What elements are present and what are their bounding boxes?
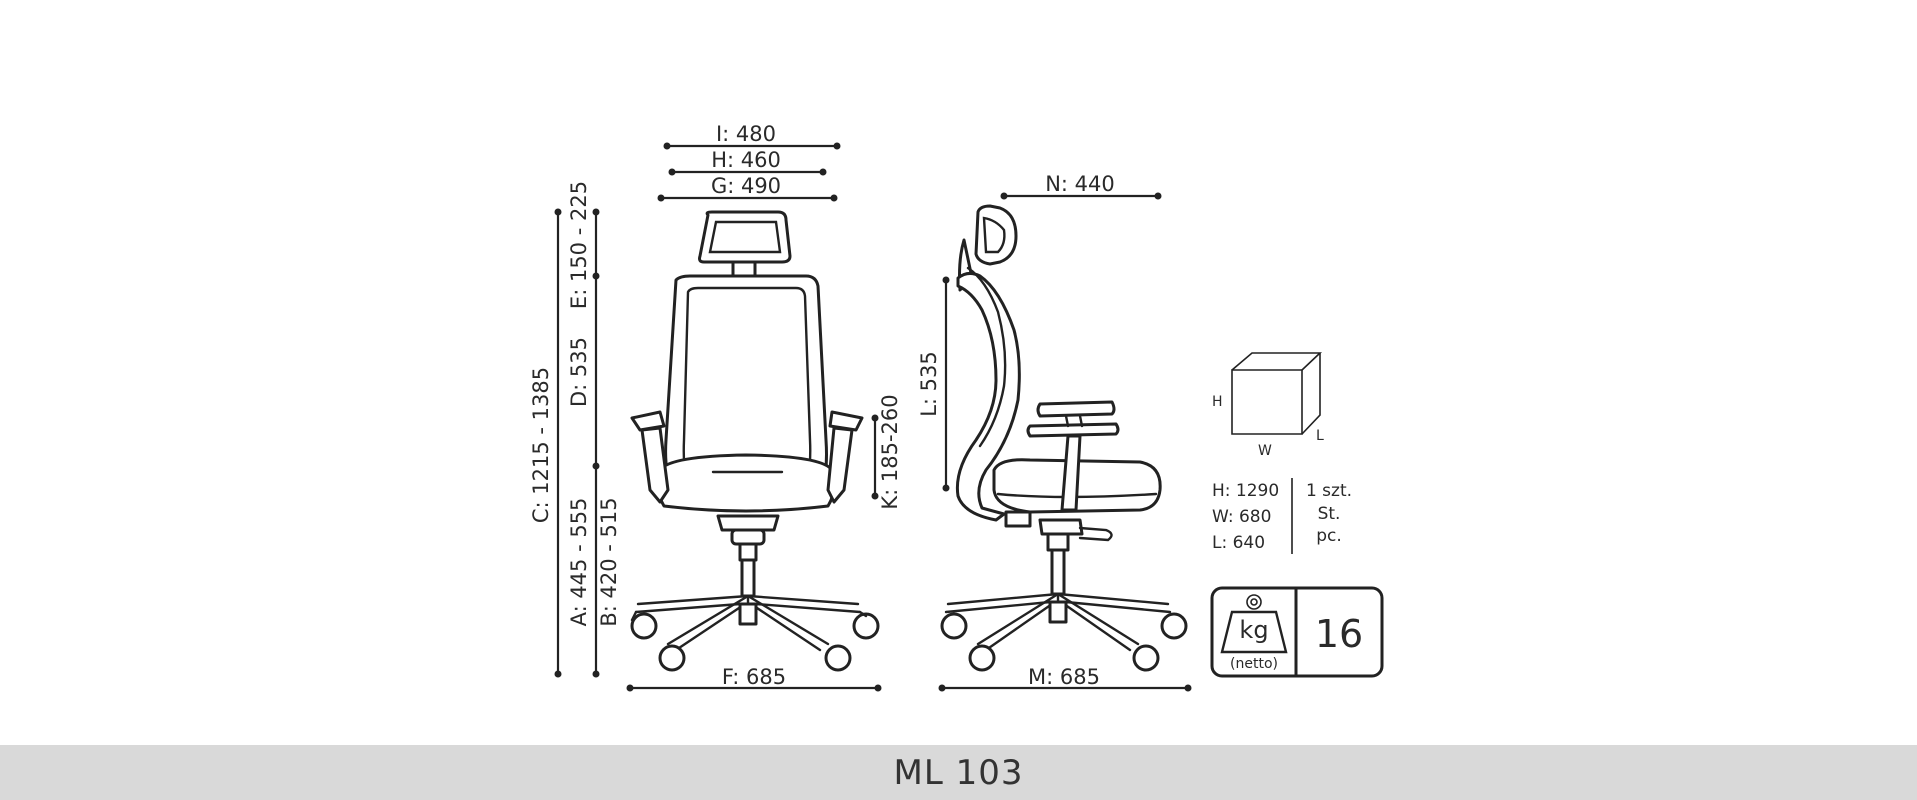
dimension-c-label: C: 1215 - 1385	[529, 367, 553, 523]
package-quantity: 1 szt. St. pc.	[1306, 481, 1352, 546]
model-name: ML 103	[893, 752, 1024, 793]
package-box-icon: H W L	[1212, 352, 1324, 459]
dimension-h-label: H: 460	[711, 148, 781, 172]
dimension-k: K: 185-260	[871, 394, 902, 510]
quantity-en: pc.	[1316, 526, 1342, 546]
package-size-w: W: 680	[1212, 507, 1271, 527]
dimension-d: D: 535	[567, 276, 600, 470]
dimension-e: E: 150 - 225	[567, 181, 600, 309]
dimension-n-label: N: 440	[1045, 172, 1115, 196]
weight-icon	[1220, 594, 1288, 654]
dimension-n: N: 440	[1000, 172, 1162, 200]
chair-dimension-diagram: I: 480 H: 460 G: 490 N: 440 C: 1215 - 13…	[529, 122, 1384, 692]
quantity-de: St.	[1318, 504, 1341, 524]
weight-value: 16	[1315, 612, 1363, 656]
dimension-h: H: 460	[668, 148, 827, 176]
dimension-b: B: 420 - 515	[597, 497, 621, 626]
box-label-h: H	[1212, 394, 1223, 410]
weight-box: kg (netto) 16	[1210, 586, 1384, 678]
dimension-m: M: 685	[938, 665, 1192, 692]
dimension-i: I: 480	[663, 122, 841, 150]
dimension-m-label: M: 685	[1028, 665, 1100, 689]
dimension-a-label: A: 445 - 555	[567, 498, 591, 627]
dimension-f-label: F: 685	[722, 665, 786, 689]
package-size-l: L: 640	[1212, 533, 1265, 553]
front-view-chair	[630, 210, 880, 672]
package-sizes: H: 1290 W: 680 L: 640	[1212, 481, 1279, 553]
dimension-k-label: K: 185-260	[878, 394, 902, 509]
dimension-f: F: 685	[626, 665, 882, 692]
weight-unit: kg	[1239, 616, 1268, 644]
dimension-i-label: I: 480	[716, 122, 776, 146]
dimension-a: A: 445 - 555	[567, 466, 600, 678]
box-label-w: W	[1258, 443, 1272, 459]
package-size-h: H: 1290	[1212, 481, 1279, 501]
dimension-g-label: G: 490	[711, 174, 781, 198]
dimension-l-label: L: 535	[917, 351, 941, 417]
dimension-c: C: 1215 - 1385	[529, 208, 562, 678]
weight-note: (netto)	[1230, 656, 1278, 672]
dimension-g: G: 490	[657, 174, 838, 202]
dimension-d-label: D: 535	[567, 337, 591, 407]
quantity-pl: 1 szt.	[1306, 481, 1352, 501]
dimension-l: L: 535	[917, 276, 950, 492]
dimension-e-label: E: 150 - 225	[567, 181, 591, 309]
side-view-chair	[940, 204, 1188, 672]
box-label-l: L	[1316, 428, 1324, 444]
model-footer: ML 103	[0, 745, 1917, 800]
dimension-b-label: B: 420 - 515	[597, 497, 621, 626]
